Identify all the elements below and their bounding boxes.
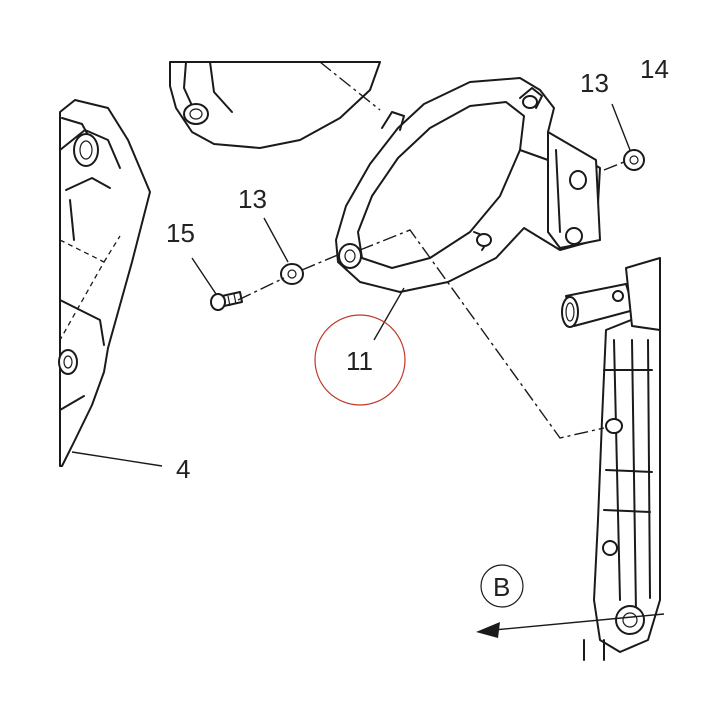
callout-11: 11 — [346, 346, 373, 376]
right-panel — [561, 257, 661, 661]
ring-bracket-part-11 — [335, 77, 601, 293]
view-b-arrow — [476, 564, 665, 638]
callout-15: 15 — [166, 218, 195, 248]
screw-part-15 — [210, 291, 243, 311]
washer-part-13-right — [623, 149, 645, 171]
callout-13-right: 13 — [580, 68, 609, 98]
callout-b: B — [493, 572, 510, 602]
leader-lines — [71, 103, 631, 467]
left-housing-part-4 — [58, 99, 151, 467]
callout-4: 4 — [176, 454, 190, 484]
highlight-circle — [314, 314, 406, 406]
callout-13-left: 13 — [238, 184, 267, 214]
top-cover — [169, 61, 381, 149]
callout-14: 14 — [640, 54, 669, 84]
assembly-lines — [237, 61, 625, 439]
view-b-circle — [480, 564, 524, 608]
washer-part-13-left — [280, 263, 304, 285]
